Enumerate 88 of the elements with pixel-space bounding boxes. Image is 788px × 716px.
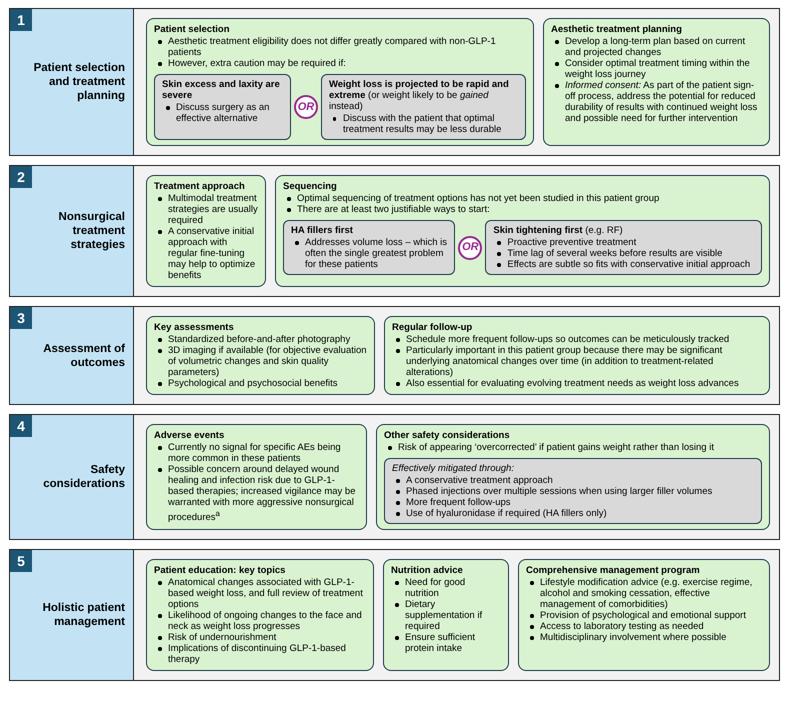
section-panel	[9, 165, 780, 297]
card-heading: Comprehensive management program	[526, 565, 700, 576]
card-heading: Sequencing	[283, 181, 337, 192]
step-number: 4	[10, 415, 32, 437]
bullet-item: There are at least two justifiable ways to start:	[283, 204, 762, 215]
or-circle: OR	[294, 95, 318, 119]
bullet-item: Particularly important in this patient group because there may be significant underlying anatomical changes over time (in addition to treatment-related alterations)	[392, 345, 762, 378]
bullet-item: A conservative treatment approach	[392, 475, 754, 486]
info-card	[275, 175, 770, 287]
bullet-item: Risk of appearing ‘overcorrected’ if patient gains weight rather than losing it	[384, 442, 762, 453]
section-title: Safety considerations	[42, 463, 125, 491]
section-title: Patient selection and treatment planning	[32, 61, 125, 103]
bullet-item: Dietary supplementation if required	[391, 599, 501, 632]
bullet-item: Provision of psychological and emotional support	[526, 610, 762, 621]
condition-box	[320, 74, 526, 140]
card-heading: Key assessments	[154, 322, 234, 333]
bullet-item: Discuss with the patient that optimal treatment results may be less durable	[328, 113, 518, 135]
bullet-item: 3D imaging if available (for objective evaluation of volumetric changes and skin quality parameters)	[154, 345, 367, 378]
condition-box	[384, 458, 762, 524]
section-title: Nonsurgical treatment strategies	[58, 210, 125, 252]
step-number: 3	[10, 307, 32, 329]
bullet-item: Optimal sequencing of treatment options has not yet been studied in this patient group	[283, 193, 762, 204]
info-card	[543, 18, 770, 146]
bullet-item: A conservative initial approach with regular fine-tuning may help to optimize benefits	[154, 226, 258, 281]
bullet-item: Schedule more frequent follow-ups so outcomes can be meticulously tracked	[392, 334, 762, 345]
card-heading: HA fillers first	[291, 225, 353, 236]
bullet-item: Also essential for evaluating evolving treatment needs as weight loss advances	[392, 378, 762, 389]
step-number: 1	[10, 9, 32, 31]
card-heading: Skin tightening first (e.g. RF)	[493, 225, 623, 236]
info-card	[518, 559, 770, 671]
card-heading: Effectively mitigated through:	[392, 463, 514, 474]
card-heading: Treatment approach	[154, 181, 245, 192]
section-title: Assessment of outcomes	[42, 342, 125, 370]
bullet-item: Effects are subtle so fits with conservative initial approach	[493, 259, 754, 270]
info-card	[146, 559, 374, 671]
bullet-item: Implications of discontinuing GLP-1-based therapy	[154, 643, 366, 665]
step-number: 5	[10, 550, 32, 572]
info-card	[383, 559, 509, 671]
bullet-item: Multidisciplinary involvement where possible	[526, 632, 762, 643]
section-panel	[9, 414, 780, 540]
info-card	[384, 316, 770, 395]
section-panel	[9, 8, 780, 156]
bullet-item: Proactive preventive treatment	[493, 237, 754, 248]
condition-box	[485, 220, 762, 275]
bullet-item: Likelihood of ongoing changes to the face and neck as weight loss progresses	[154, 610, 366, 632]
card-heading: Patient education: key topics	[154, 565, 286, 576]
bullet-item: Phased injections over multiple sessions when using larger filler volumes	[392, 486, 754, 497]
info-card	[146, 316, 375, 395]
section-title: Holistic patient management	[42, 601, 125, 629]
bullet-item: However, extra caution may be required if:	[154, 58, 526, 69]
info-card	[146, 175, 266, 287]
bullet-item: Currently no signal for specific AEs being more common in these patients	[154, 442, 359, 464]
card-heading: Skin excess and laxity are severe	[162, 79, 281, 101]
bullet-item: More frequent follow-ups	[392, 497, 754, 508]
bullet-item: Need for good nutrition	[391, 577, 501, 599]
card-heading: Patient selection	[154, 24, 230, 35]
bullet-item: Ensure sufficient protein intake	[391, 632, 501, 654]
card-heading: Aesthetic treatment planning	[551, 24, 682, 35]
bullet-item: Consider optimal treatment timing within the weight loss journey	[551, 58, 762, 80]
bullet-item: Aesthetic treatment eligibility does not differ greatly compared with non-GLP-1 patients	[154, 36, 526, 58]
section-panel	[9, 549, 780, 681]
bullet-item: Lifestyle modification advice (e.g. exercise regime, alcohol and smoking cessation, effective management of comorbidities)	[526, 577, 762, 610]
bullet-item: Informed consent: As part of the patient sign-off process, address the potential for reduced durability of results with continued weight loss and possible need for further intervention	[551, 80, 762, 124]
step-number: 2	[10, 166, 32, 188]
section-panel	[9, 306, 780, 405]
info-card	[376, 424, 770, 530]
info-card	[146, 18, 534, 146]
bullet-item: Psychological and psychosocial benefits	[154, 378, 367, 389]
bullet-item: Risk of undernourishment	[154, 632, 366, 643]
bullet-item: Use of hyaluronidase if required (HA fillers only)	[392, 508, 754, 519]
condition-box	[283, 220, 456, 275]
bullet-item: Possible concern around delayed wound healing and infection risk due to GLP-1-based therapies; increased vigilance may be warranted with more aggressive nonsurgical procedures$^{a}$	[154, 464, 359, 524]
bullet-item: Develop a long-term plan based on current and projected changes	[551, 36, 762, 58]
bullet-item: Anatomical changes associated with GLP-1-based weight loss, and full review of treatment options	[154, 577, 366, 610]
bullet-item: Access to laboratory testing as needed	[526, 621, 762, 632]
condition-box	[154, 74, 291, 140]
card-heading: Regular follow-up	[392, 322, 472, 333]
or-circle: OR	[458, 236, 482, 260]
bullet-item: Time lag of several weeks before results are visible	[493, 248, 754, 259]
card-heading: Weight loss is projected to be rapid and extreme (or weight likely to be gained instead)	[328, 79, 510, 112]
card-heading: Nutrition advice	[391, 565, 463, 576]
bullet-item: Discuss surgery as an effective alternative	[162, 102, 283, 124]
bullet-item: Multimodal treatment strategies are usually required	[154, 193, 258, 226]
bullet-item: Addresses volume loss – which is often the single greatest problem for these patients	[291, 237, 448, 270]
bullet-item: Standardized before-and-after photography	[154, 334, 367, 345]
card-heading: Other safety considerations	[384, 430, 510, 441]
card-heading: Adverse events	[154, 430, 224, 441]
info-card	[146, 424, 367, 530]
